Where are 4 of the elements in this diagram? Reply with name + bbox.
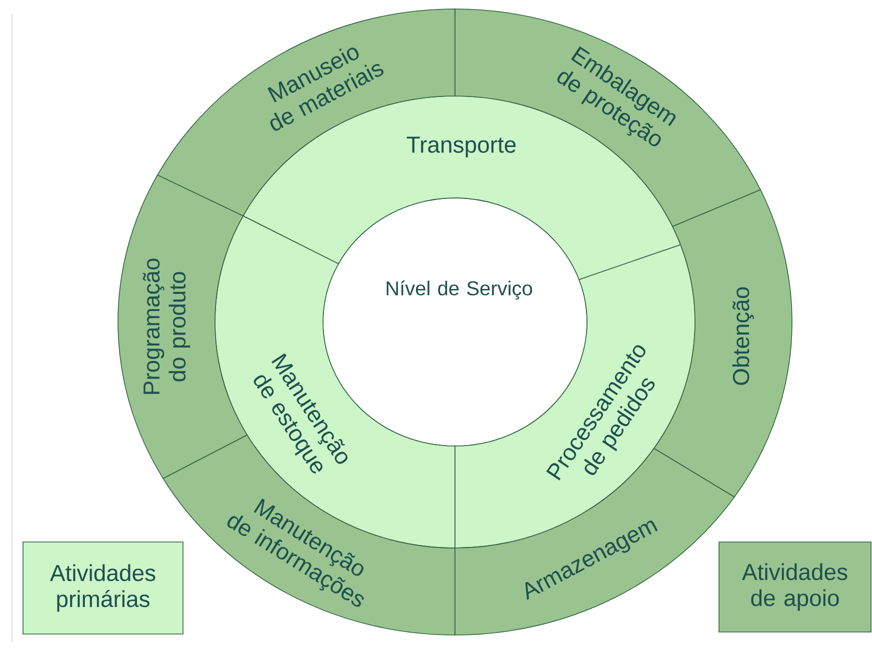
legend-box: Atividades de apoio bbox=[718, 542, 872, 632]
ring-segment: Obtenção bbox=[654, 189, 792, 498]
legend-box: Atividades primárias bbox=[22, 542, 184, 634]
ring-segment: Programação do produto bbox=[118, 174, 248, 479]
